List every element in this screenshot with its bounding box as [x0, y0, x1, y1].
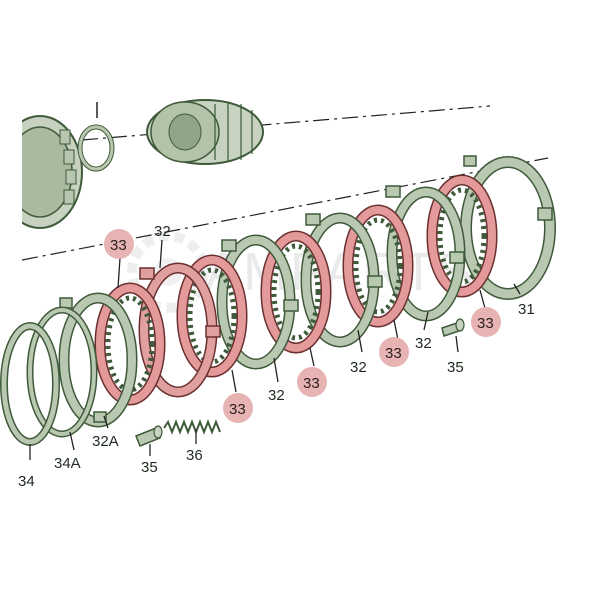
part-32-steel-plate	[300, 212, 383, 348]
label-35: 35	[141, 459, 158, 476]
callout-badge	[471, 307, 501, 337]
leader-lines	[29, 239, 521, 460]
part-35-pin	[135, 425, 163, 447]
clutch-plate-pack	[0, 155, 556, 446]
assembly-axis-line-upper	[81, 105, 491, 141]
label-33: 33	[385, 345, 402, 362]
part-33-friction-disc	[176, 254, 248, 378]
label-35: 35	[447, 359, 464, 376]
part-33-friction-disc	[342, 204, 414, 328]
label-32: 32	[268, 387, 285, 404]
label-32: 32	[154, 223, 171, 240]
part-33-friction-disc	[260, 230, 332, 354]
part-31-pressure-plate	[460, 155, 556, 300]
part-33-friction-disc	[426, 174, 498, 298]
label-32: 32	[350, 359, 367, 376]
label-32: 32	[415, 335, 432, 352]
part-32A-steel-plate	[58, 292, 138, 428]
callout-badges	[104, 229, 501, 423]
label-33: 33	[477, 315, 494, 332]
part-32-steel-plate	[138, 262, 221, 398]
part-32-steel-plate	[385, 185, 466, 322]
clutch-drum-hub	[0, 110, 83, 238]
part-34-retaining-ring	[0, 322, 60, 446]
callout-badge	[379, 337, 409, 367]
label-34: 34	[18, 473, 35, 490]
label-33: 33	[110, 237, 127, 254]
label-33: 33	[229, 401, 246, 418]
label-31: 31	[518, 301, 535, 318]
thrust-washer	[77, 124, 115, 172]
label-36: 36	[186, 447, 203, 464]
label-34A: 34A	[54, 455, 81, 472]
label-32A: 32A	[92, 433, 119, 450]
planetary-gear-carrier	[146, 99, 264, 165]
callout-badge	[104, 229, 134, 259]
part-35-pin	[441, 318, 465, 337]
part-32-steel-plate	[216, 234, 299, 370]
callout-badge	[223, 393, 253, 423]
part-36-spring	[163, 419, 221, 435]
part-34A-snap-ring	[26, 306, 98, 438]
label-33: 33	[303, 375, 320, 392]
callout-badge	[297, 367, 327, 397]
